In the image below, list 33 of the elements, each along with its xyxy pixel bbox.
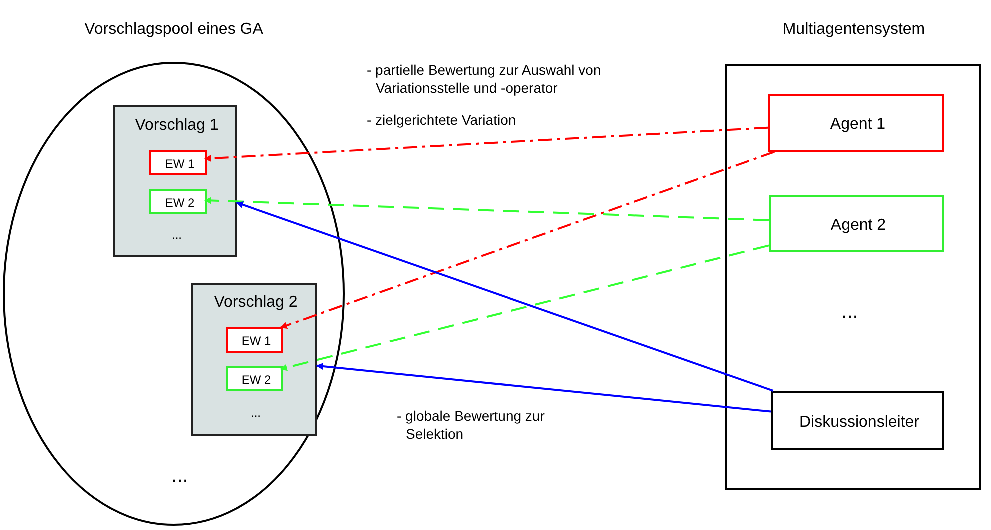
agent-box (768, 94, 944, 152)
evaluation-box (226, 366, 283, 391)
node-label: EW 1 (240, 334, 272, 348)
proposal-box (191, 283, 317, 436)
ellipsis-text: ... (170, 464, 190, 488)
ellipsis-text: ... (250, 406, 262, 420)
node-label: Agent 1 (829, 115, 887, 134)
group-title: Multiagentensystem (782, 20, 926, 40)
ellipsis-text: ... (170, 228, 183, 242)
agent-box (771, 391, 944, 450)
proposal-box (113, 105, 237, 257)
arrow (204, 197, 770, 222)
node-label: EW 2 (240, 373, 272, 388)
arrow (236, 202, 774, 392)
evaluation-box (226, 327, 283, 353)
evaluation-box (149, 189, 207, 214)
arrow (316, 363, 772, 413)
node-label: Diskussionsleiter (798, 413, 921, 432)
arrow (280, 151, 775, 329)
group-title: Vorschlagspool eines GA (84, 20, 264, 40)
evaluation-box (149, 150, 207, 175)
ellipsis-text: ... (840, 300, 860, 324)
node-label: EW 2 (164, 196, 196, 210)
box-title: Vorschlag 2 (213, 293, 299, 312)
annotation-text: - partielle Bewertung zur Auswahl von Variationsstelle und -operator (367, 62, 602, 97)
annotation-text: - zielgerichtete Variation (367, 112, 518, 130)
agent-box (769, 195, 944, 252)
node-label: Agent 2 (830, 216, 888, 236)
box-title: Vorschlag 1 (134, 116, 220, 136)
annotation-text: - globale Bewertung zur Selektion (397, 408, 546, 443)
arrow (280, 244, 770, 372)
arrow (204, 126, 768, 162)
node-label: EW 1 (164, 157, 196, 172)
